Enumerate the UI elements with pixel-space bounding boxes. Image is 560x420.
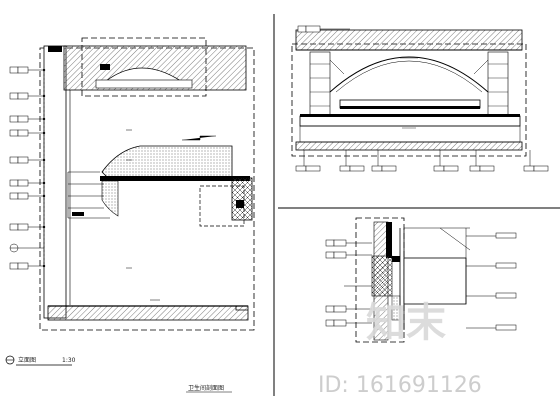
right-top-elevation: [291, 29, 527, 157]
left-towel-rail: [67, 171, 110, 219]
bottom-caption: 卫生间剖面图: [188, 384, 224, 392]
rt-bottom-tag-4: [433, 150, 459, 172]
leader-tag-5: [9, 156, 46, 164]
leader-tag-6: [9, 179, 46, 187]
watermark: 知末 ID: 161691126: [318, 300, 482, 398]
scale-label: 1:30: [62, 357, 76, 364]
rb-cabinet: [403, 257, 467, 305]
left-right-cabinet: [231, 177, 253, 221]
leader-tag-4: [9, 129, 46, 137]
left-ceiling-spot-left: [100, 64, 110, 70]
left-vanity-front: [101, 180, 119, 217]
rt-ceiling-arch: [329, 56, 489, 93]
rt-bottom-tag-1: [295, 150, 321, 172]
rt-bottom-tag-2: [339, 150, 365, 172]
leader-tag-9: [9, 243, 44, 253]
left-vanity-counter: [101, 145, 233, 179]
rb-right-tag-4: [466, 324, 517, 331]
left-inner-tags: [126, 129, 216, 301]
rt-floor-slab: [295, 141, 523, 151]
watermark-logo: 知末: [366, 300, 446, 346]
rt-left-column: [309, 51, 331, 119]
right-bottom-detail: [355, 217, 471, 343]
left-wall-slab: [43, 45, 67, 319]
left-title-block: 立面图 1:30: [5, 355, 76, 366]
left-ceiling-recess: [95, 79, 193, 89]
rb-left-tag-4: [325, 319, 372, 327]
rb-left-tag-1: [325, 239, 372, 247]
rb-tile-block: [371, 255, 393, 297]
rt-bottom-tag-5: [469, 150, 495, 172]
left-elevation: [39, 37, 255, 331]
sheet-dividers: [273, 14, 560, 396]
left-section-dashed-frame: [39, 47, 255, 331]
rb-left-tag-3: [325, 305, 372, 313]
left-leader-tags: [9, 66, 46, 270]
rt-leader-tags: [295, 25, 549, 172]
rt-bottom-tag-6: [523, 150, 549, 172]
rt-right-column: [487, 51, 509, 119]
rt-bottom-tag-3: [371, 150, 397, 172]
left-floor-slab: [47, 305, 249, 321]
elevation-title: 立面图: [18, 356, 36, 364]
left-vanity-top: [100, 176, 250, 181]
rt-bath-front: [299, 115, 521, 127]
leader-tag-10: [9, 262, 46, 270]
left-wall-cap: [48, 46, 62, 52]
rb-right-tag-3: [466, 292, 517, 299]
rb-leader-tags: [325, 232, 517, 331]
rb-right-tag-2: [466, 262, 517, 269]
rb-right-tag-1: [466, 232, 517, 239]
rb-left-tag-2: [325, 251, 372, 259]
leader-tag-3: [9, 115, 46, 123]
rt-top-tag: [297, 25, 350, 33]
watermark-id: ID: 161691126: [318, 373, 482, 398]
rb-wall-core: [386, 222, 392, 258]
rt-ceiling-slab: [295, 29, 523, 51]
